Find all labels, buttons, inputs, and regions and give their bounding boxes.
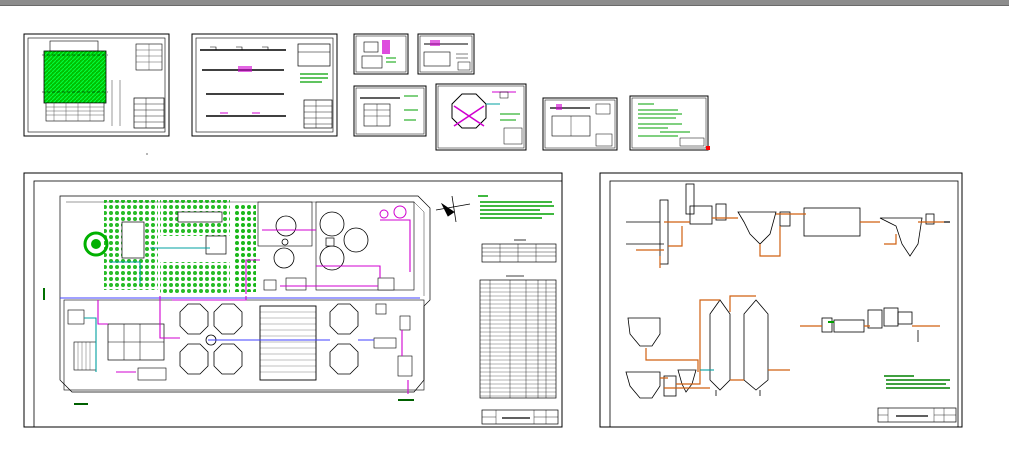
sheet-3-detail[interactable] bbox=[353, 33, 409, 75]
sheet-10-process-flow[interactable] bbox=[599, 172, 963, 428]
sheet-8-notes[interactable] bbox=[629, 95, 710, 151]
sheet-7-section[interactable] bbox=[542, 97, 618, 151]
sheet-6-octagon[interactable] bbox=[435, 83, 527, 151]
sheet-2-profiles[interactable] bbox=[191, 33, 338, 137]
north-arrow-icon bbox=[435, 195, 471, 223]
toolbar-strip bbox=[0, 0, 1009, 6]
sheet-1-plan[interactable] bbox=[23, 33, 170, 137]
sheet-5-section[interactable] bbox=[353, 85, 427, 137]
sheet-4-detail[interactable] bbox=[417, 33, 475, 75]
sheet-9-site-plan[interactable] bbox=[23, 172, 563, 428]
